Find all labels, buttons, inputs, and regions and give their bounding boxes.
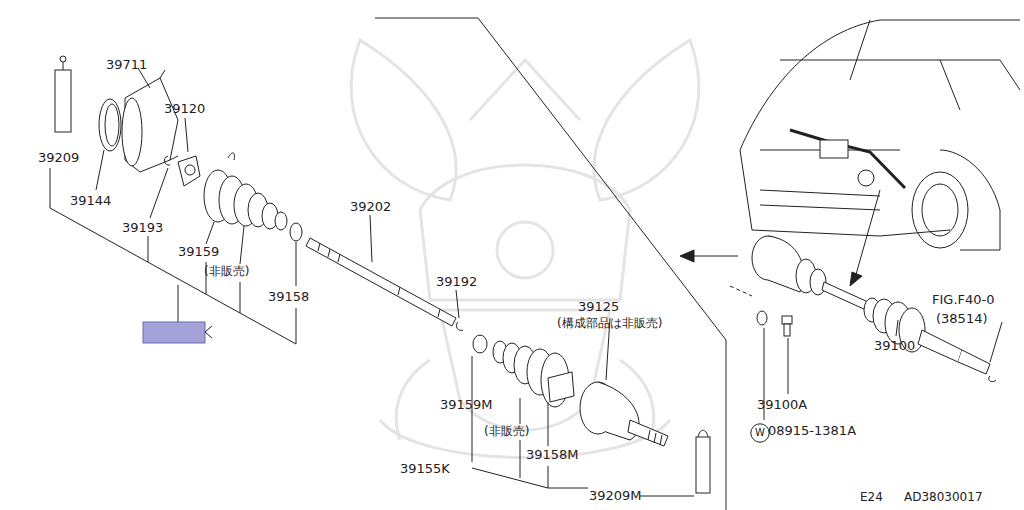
note-text: (構成部品は非販売) [557,316,662,331]
callout-number: 39159 [178,244,219,259]
callout-number: 39192 [436,274,477,289]
callout-number: 39209 [38,150,79,165]
circled-symbol: W [750,423,770,443]
callout-number: 39202 [350,199,391,214]
diagram-code: E24 [860,490,883,505]
callout-number: 39120 [164,101,205,116]
callout-number: 39209M [589,488,642,503]
callout-number: 39144 [70,193,111,208]
part-number: 08915-1381A [768,423,856,438]
callout-number: 39711 [106,57,147,72]
note-text: (非販売) [204,264,249,279]
callout-number: 39100 [874,338,915,353]
figure-reference: (38514) [936,311,988,326]
callout-number: 39158M [526,447,579,462]
diagram-code: AD38030017 [904,490,983,505]
note-text: (非販売) [484,424,529,439]
callout-number: 39155K [400,461,450,476]
callout-number: 39100A [757,397,807,412]
callout-number: 39159M [440,397,493,412]
watermark [351,40,699,458]
callout-number: 39158 [268,289,309,304]
figure-reference: FIG.F40-0 [932,292,995,307]
symbol-letter: W [750,423,770,443]
callout-number: 39193 [122,220,163,235]
callout-number: 39125 [578,299,619,314]
